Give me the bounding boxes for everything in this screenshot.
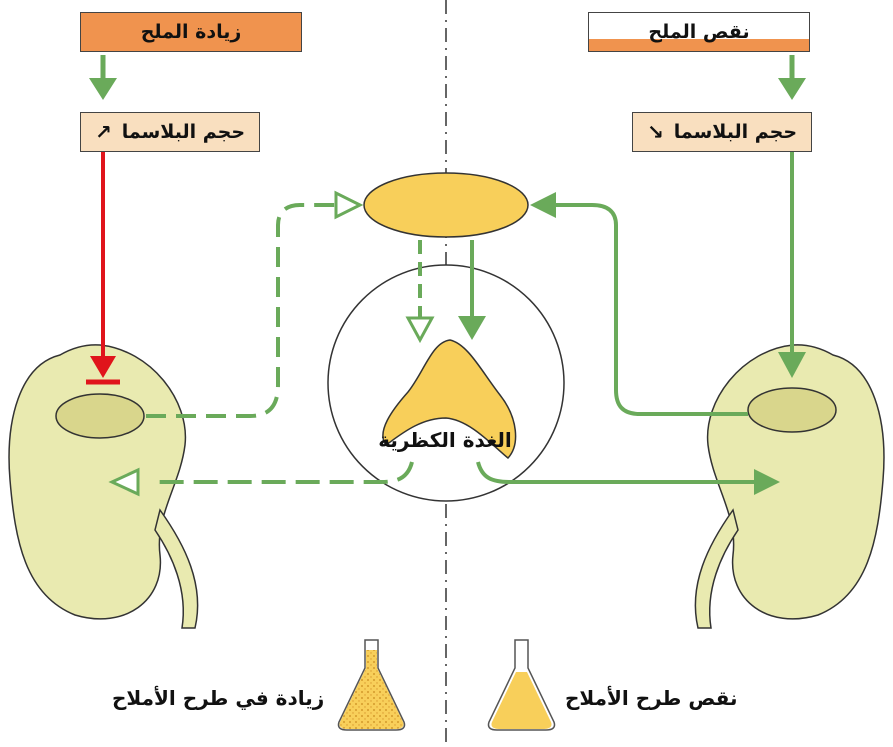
- beaker-excretion-increase: [337, 639, 406, 731]
- left-kidney-to-pituitary-line: [146, 203, 336, 418]
- left-ureter: [154, 508, 199, 629]
- salt-increase-label: زيادة الملح: [140, 21, 242, 43]
- plasma-down-label: حجم البلاسما: [673, 121, 798, 143]
- right-kidney-inner: [747, 387, 837, 433]
- pituitary-to-adrenal-hollow-head: [405, 316, 435, 344]
- left-kidney-inner: [55, 393, 145, 439]
- excretion-decrease-label: نقص طرح الأملاح: [565, 686, 738, 710]
- salt-decrease-box: نقص الملح: [588, 12, 810, 52]
- left-kidney-hollow-arrow-head: [108, 467, 140, 497]
- salt-increase-box: زيادة الملح: [80, 12, 302, 52]
- adrenal-to-right-kidney-line: [476, 461, 755, 484]
- right-kidney-to-pituitary-line: [550, 203, 748, 416]
- pituitary-to-adrenal-solid-head: [458, 316, 486, 340]
- pituitary-hollow-arrow-head: [334, 190, 364, 220]
- adrenal-gland-label: الغدة الكظرية: [378, 428, 512, 452]
- inhibition-arrow-head: [90, 356, 116, 378]
- excretion-increase-label: زيادة في طرح الأملاح: [112, 686, 325, 710]
- left-kidney: [8, 344, 187, 620]
- beaker-excretion-decrease: [487, 639, 556, 731]
- right-ureter: [694, 508, 739, 629]
- plasma-up-box: حجم البلاسما ↗: [80, 112, 260, 152]
- right-top-arrow-head: [778, 78, 806, 100]
- pituitary-ellipse: [363, 172, 529, 238]
- north-east-arrow-icon: ↗: [94, 120, 112, 144]
- right-down-to-kidney-head: [778, 352, 806, 378]
- plasma-up-label: حجم البلاسما: [121, 121, 246, 143]
- salt-decrease-label: نقص الملح: [648, 21, 750, 43]
- adrenal-gland-shape: [382, 339, 517, 460]
- left-top-arrow-head: [89, 78, 117, 100]
- right-kidney-arrow-head: [754, 469, 780, 495]
- south-east-arrow-icon: ↘: [646, 120, 664, 144]
- pituitary-in-arrow-head: [530, 192, 556, 218]
- plasma-down-box: حجم البلاسما ↘: [632, 112, 812, 152]
- adrenal-to-left-kidney-line: [150, 461, 414, 484]
